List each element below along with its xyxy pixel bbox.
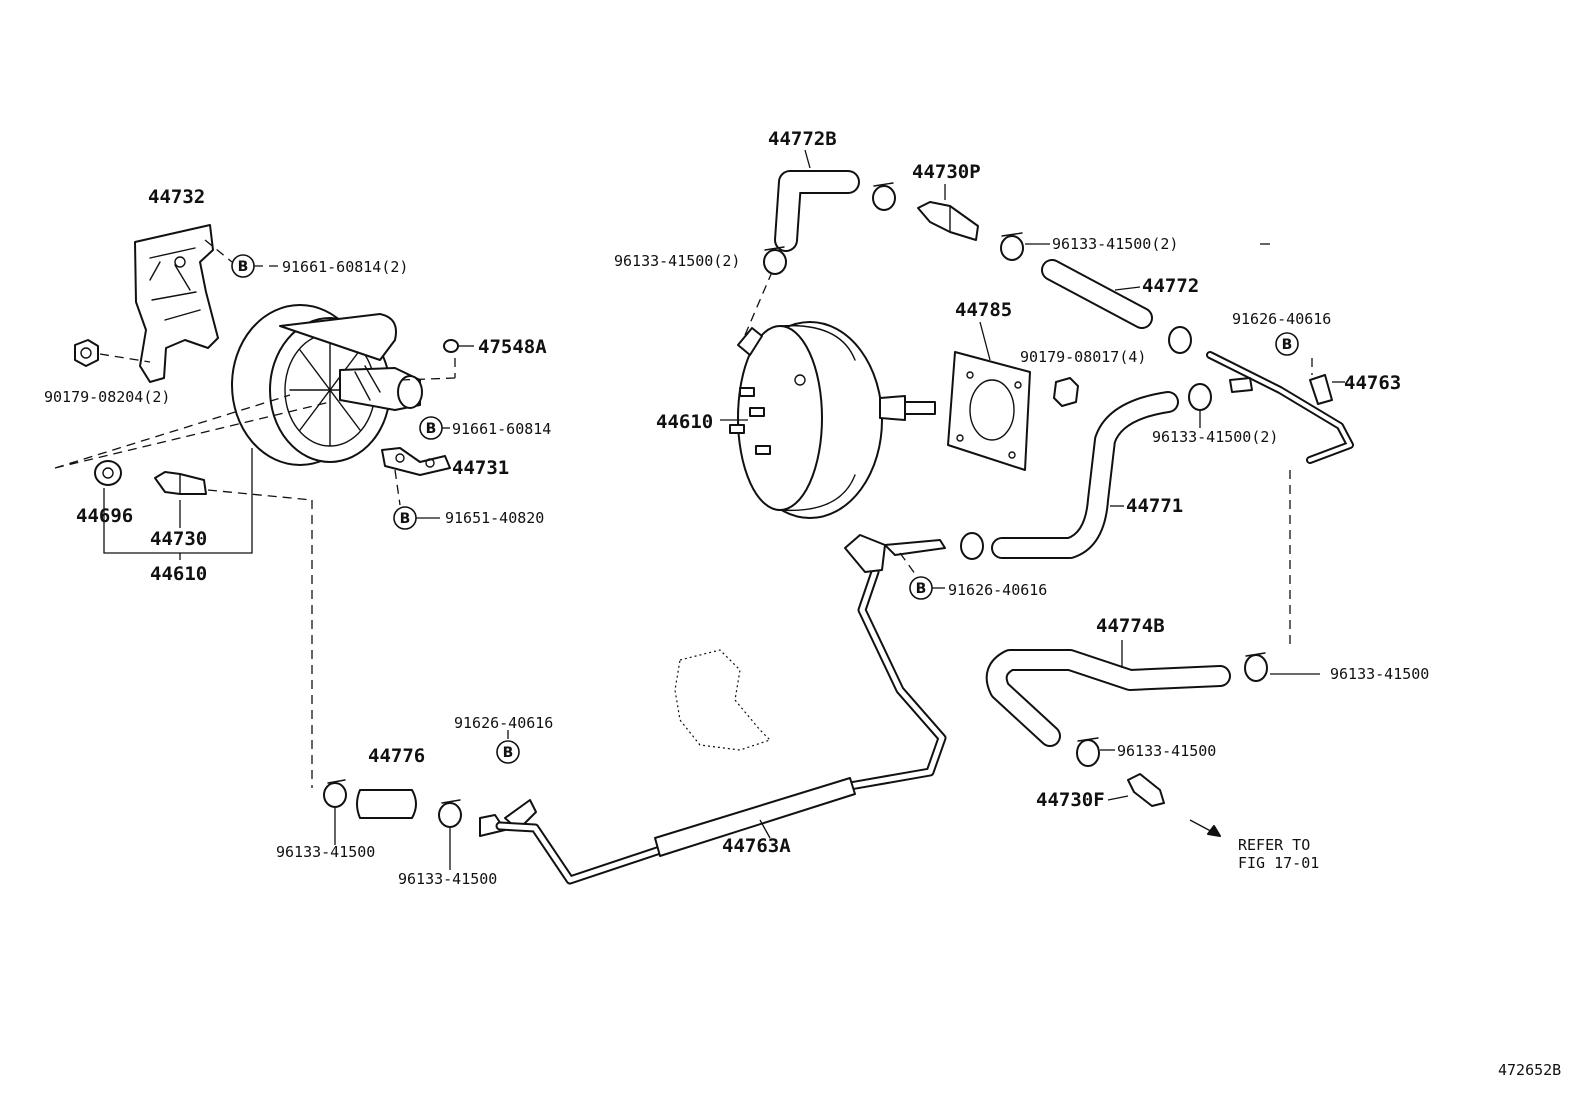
- label-44696: 44696: [76, 505, 133, 527]
- label-44732: 44732: [148, 186, 205, 208]
- label-44610-left: 44610: [150, 563, 207, 585]
- callout-mark-1: B: [231, 254, 255, 278]
- label-44730P: 44730P: [912, 161, 981, 183]
- clamp-96133-41500-right-c: [1244, 652, 1268, 682]
- smudge: [674, 649, 772, 751]
- label-96133-41500-c: 96133-41500: [276, 843, 375, 861]
- label-44731: 44731: [452, 457, 509, 479]
- label-91651-40820: 91651-40820: [445, 509, 544, 527]
- label-44785: 44785: [955, 299, 1012, 321]
- figure-id: 472652B: [1498, 1061, 1561, 1079]
- refer-text-line-2: FIG 17-01: [1238, 854, 1319, 872]
- plug-47548A: [443, 339, 474, 353]
- svg-text:B: B: [503, 745, 514, 761]
- label-47548A: 47548A: [478, 336, 547, 358]
- clamp-96133-41500-right-a: [1168, 326, 1192, 354]
- clamp-96133-41500-right-d: [1076, 737, 1100, 767]
- svg-text:B: B: [238, 259, 249, 275]
- gasket-44785: [947, 351, 1031, 471]
- label-90179-08017-4: 90179-08017(4): [1020, 348, 1146, 366]
- label-91661-60814: 91661-60814: [452, 420, 551, 438]
- label-96133-41500-2-b: 96133-41500(2): [1052, 235, 1178, 253]
- refer-text-line-1: REFER TO: [1238, 836, 1310, 854]
- clamp-96133-41500-lower-mid: [438, 799, 462, 828]
- svg-text:B: B: [426, 421, 437, 437]
- label-91626-40616-c: 91626-40616: [454, 714, 553, 732]
- label-44774B: 44774B: [1096, 615, 1165, 637]
- svg-text:B: B: [400, 511, 411, 527]
- vacuum-pump-44610: [231, 304, 423, 466]
- clamp-96133-41500-right-b: [1188, 383, 1212, 411]
- nut-90179-08204: [74, 339, 99, 367]
- label-44610-right: 44610: [656, 411, 713, 433]
- label-91661-60814-2: 91661-60814(2): [282, 258, 408, 276]
- label-44772B: 44772B: [768, 128, 837, 150]
- label-96133-41500-b: 96133-41500: [1117, 742, 1216, 760]
- bracket-44732: [134, 224, 219, 383]
- label-44763: 44763: [1344, 372, 1401, 394]
- brake-booster-44610: [729, 321, 936, 519]
- label-44771: 44771: [1126, 495, 1183, 517]
- label-44776: 44776: [368, 745, 425, 767]
- label-96133-41500-a: 96133-41500: [1330, 665, 1429, 683]
- label-44730: 44730: [150, 528, 207, 550]
- pipe-44763: [1206, 351, 1354, 464]
- label-96133-41500-2-c: 96133-41500(2): [1152, 428, 1278, 446]
- hose-44772: [1041, 259, 1153, 329]
- callout-mark-3: B: [393, 506, 417, 530]
- label-96133-41500-2-a: 96133-41500(2): [614, 252, 740, 270]
- hose-44772B: [774, 170, 860, 252]
- hose-44776: [356, 789, 417, 819]
- label-44763A: 44763A: [722, 835, 791, 857]
- clamp-96133-41500-upper-c: [1000, 232, 1024, 261]
- svg-text:B: B: [1282, 337, 1293, 353]
- callout-mark-5: B: [909, 576, 933, 600]
- label-44730F: 44730F: [1036, 789, 1105, 811]
- bracket-44731: [381, 447, 451, 476]
- callout-mark-6: B: [496, 740, 520, 764]
- clamp-96133-41500-upper-b: [872, 182, 896, 211]
- label-44772: 44772: [1142, 275, 1199, 297]
- check-valve-44730F: [1127, 773, 1165, 807]
- hose-44774B: [985, 649, 1231, 747]
- grommet-44696: [94, 460, 122, 486]
- label-91626-40616-b: 91626-40616: [948, 581, 1047, 599]
- pipe-44763A: [479, 534, 947, 885]
- callout-mark-2: B: [419, 416, 443, 440]
- label-90179-08204-2: 90179-08204(2): [44, 388, 170, 406]
- clamp-96133-41500-mid: [960, 532, 984, 560]
- clamp-96133-41500-lower-left: [323, 779, 347, 808]
- hose-44771: [991, 391, 1179, 559]
- callout-mark-4: B: [1275, 332, 1299, 356]
- check-valve-44730P: [917, 201, 979, 241]
- check-valve-44730: [154, 471, 207, 495]
- label-96133-41500-d: 96133-41500: [398, 870, 497, 888]
- nut-90179-08017: [1053, 377, 1079, 407]
- clamp-96133-41500-upper-a: [763, 246, 787, 275]
- label-91626-40616-a: 91626-40616: [1232, 310, 1331, 328]
- refer-arrow: [1189, 819, 1221, 837]
- svg-text:B: B: [916, 581, 927, 597]
